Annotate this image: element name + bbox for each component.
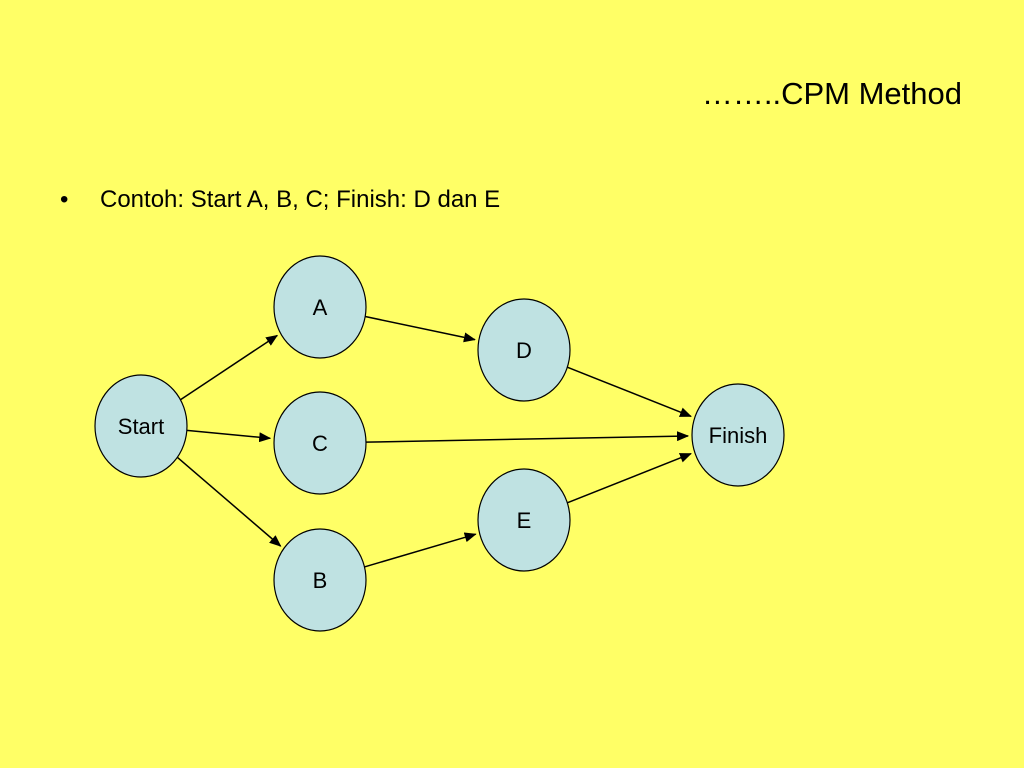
nodes-layer: Start A C B D E Finish <box>94 255 785 632</box>
node-e-circle <box>477 468 571 572</box>
edge-d-to-finish <box>567 366 692 418</box>
node-a-circle <box>273 255 367 359</box>
node-c-label: C <box>312 431 328 456</box>
node-e: E <box>477 468 571 572</box>
node-b-label: B <box>313 568 328 593</box>
edge-start-to-b <box>176 456 282 547</box>
slide-title: ……..CPM Method <box>701 76 962 111</box>
node-finish-circle <box>691 383 785 487</box>
node-e-label: E <box>517 508 532 533</box>
edge-start-to-c <box>186 429 272 443</box>
bullet-marker: • <box>60 186 69 213</box>
node-start: Start <box>94 374 188 478</box>
node-a: A <box>273 255 367 359</box>
node-start-label: Start <box>118 414 164 439</box>
node-start-circle <box>94 374 188 478</box>
node-finish-label: Finish <box>709 423 768 448</box>
bullet-item: • Contoh: Start A, B, C; Finish: D dan E <box>60 186 500 214</box>
edge-a-to-d <box>365 315 476 343</box>
node-c: C <box>273 391 367 495</box>
node-c-circle <box>273 391 367 495</box>
edge-e-to-finish <box>567 452 692 504</box>
node-a-label: A <box>313 295 328 320</box>
node-d-circle <box>477 298 571 402</box>
node-finish: Finish <box>691 383 785 487</box>
node-b-circle <box>273 528 367 632</box>
node-b: B <box>273 528 367 632</box>
node-d: D <box>477 298 571 402</box>
edge-start-to-a <box>180 334 279 401</box>
edges-layer <box>176 315 692 568</box>
edge-c-to-finish <box>365 431 690 443</box>
bullet-text: Contoh: Start A, B, C; Finish: D dan E <box>100 186 501 213</box>
edge-b-to-e <box>364 532 477 568</box>
node-d-label: D <box>516 338 532 363</box>
